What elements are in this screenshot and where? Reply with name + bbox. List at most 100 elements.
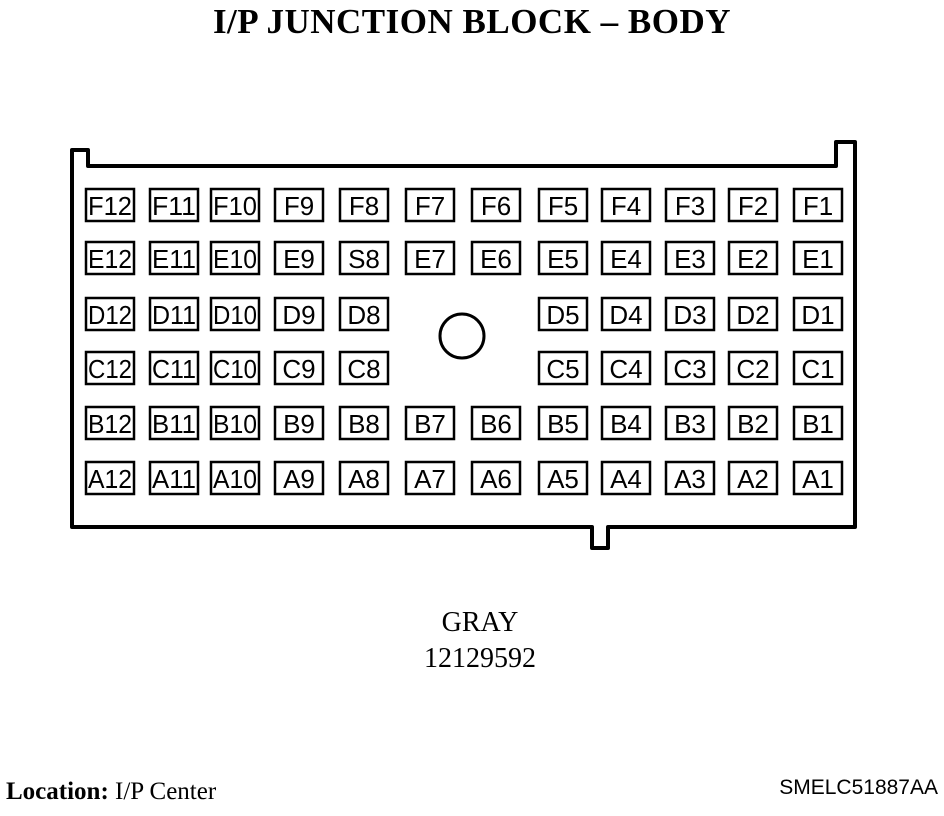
cavity-label: D3: [673, 300, 706, 330]
cavity-label: A10: [213, 464, 257, 494]
cavity-label: E12: [88, 244, 132, 274]
cavity-label: E5: [547, 244, 579, 274]
location-value: I/P Center: [115, 778, 217, 805]
cavity-a9: [273, 460, 325, 496]
cavity-label: B6: [480, 409, 512, 439]
cavity-label: D2: [736, 300, 769, 330]
cavity-label: E11: [152, 244, 196, 274]
cavity-e7: [404, 240, 456, 276]
cavity-a3: [664, 460, 716, 496]
cavity-s8: [338, 240, 390, 276]
cavity-label: B10: [213, 409, 257, 439]
cavity-d3: [664, 296, 716, 332]
cavity-label: B4: [610, 409, 642, 439]
cavity-f3: [664, 187, 716, 223]
cavity-label: F11: [152, 191, 196, 221]
cavity-label: C9: [282, 354, 315, 384]
cavity-label: A1: [802, 464, 834, 494]
cavity-label: F12: [88, 191, 132, 221]
cavity-label: B9: [283, 409, 315, 439]
cavity-b3: [664, 405, 716, 441]
cavity-label: A2: [737, 464, 769, 494]
cavity-d1: [792, 296, 844, 332]
cavity-label: A11: [152, 464, 196, 494]
cavity-a6: [470, 460, 522, 496]
cavity-f6: [470, 187, 522, 223]
cavity-c11: [148, 350, 200, 386]
cavity-b7: [404, 405, 456, 441]
cavity-e4: [600, 240, 652, 276]
diagram-title: I/P JUNCTION BLOCK – BODY: [212, 2, 732, 41]
cavity-f2: [727, 187, 779, 223]
cavity-label: C11: [152, 354, 196, 384]
cavity-label: A12: [88, 464, 132, 494]
cavity-f11: [148, 187, 200, 223]
location-label: Location:: [6, 778, 109, 805]
connector-color: GRAY: [441, 607, 519, 638]
cavity-d2: [727, 296, 779, 332]
cavity-b8: [338, 405, 390, 441]
cavity-f7: [404, 187, 456, 223]
cavity-c1: [792, 350, 844, 386]
cavity-label: C5: [546, 354, 579, 384]
cavity-e10: [209, 240, 261, 276]
cavity-label: B11: [152, 409, 196, 439]
cavity-label: S8: [348, 244, 380, 274]
cavity-label: D8: [347, 300, 380, 330]
cavity-d5: [537, 296, 589, 332]
cavity-c9: [273, 350, 325, 386]
cavity-label: D4: [609, 300, 642, 330]
diagram-code: SMELC51887AA: [779, 776, 938, 799]
cavity-label: F5: [548, 191, 578, 221]
cavity-label: E9: [283, 244, 315, 274]
cavity-label: C10: [213, 354, 257, 384]
cavity-label: F4: [611, 191, 641, 221]
cavity-a10: [209, 460, 261, 496]
cavity-b5: [537, 405, 589, 441]
cavity-f10: [209, 187, 261, 223]
cavity-label: D11: [152, 300, 196, 330]
cavity-label: A9: [283, 464, 315, 494]
cavity-label: A3: [674, 464, 706, 494]
cavity-label: D1: [801, 300, 834, 330]
cavity-label: E1: [802, 244, 834, 274]
cavity-e3: [664, 240, 716, 276]
cavity-d8: [338, 296, 390, 332]
cavity-a12: [84, 460, 136, 496]
cavity-c3: [664, 350, 716, 386]
cavity-d11: [148, 296, 200, 332]
cavity-label: F8: [349, 191, 379, 221]
cavity-b9: [273, 405, 325, 441]
cavity-label: E10: [213, 244, 257, 274]
cavity-label: F2: [738, 191, 768, 221]
cavity-label: B1: [802, 409, 834, 439]
cavity-a7: [404, 460, 456, 496]
cavity-a1: [792, 460, 844, 496]
cavity-label: C12: [88, 354, 132, 384]
cavity-label: D10: [213, 300, 257, 330]
cavity-e6: [470, 240, 522, 276]
cavity-label: D9: [282, 300, 315, 330]
cavity-label: D12: [88, 300, 132, 330]
cavity-label: A8: [348, 464, 380, 494]
cavity-f1: [792, 187, 844, 223]
cavity-label: B7: [414, 409, 446, 439]
cavity-label: F7: [415, 191, 445, 221]
cavity-label: B12: [88, 409, 132, 439]
cavity-a2: [727, 460, 779, 496]
cavity-b12: [84, 405, 136, 441]
cavity-c2: [727, 350, 779, 386]
cavity-e11: [148, 240, 200, 276]
cavity-label: E6: [480, 244, 512, 274]
cavity-d4: [600, 296, 652, 332]
cavity-f12: [84, 187, 136, 223]
cavity-b11: [148, 405, 200, 441]
cavity-c10: [209, 350, 261, 386]
cavity-e5: [537, 240, 589, 276]
cavity-a4: [600, 460, 652, 496]
cavity-label: B8: [348, 409, 380, 439]
cavity-label: F9: [284, 191, 314, 221]
cavity-d9: [273, 296, 325, 332]
cavity-f4: [600, 187, 652, 223]
